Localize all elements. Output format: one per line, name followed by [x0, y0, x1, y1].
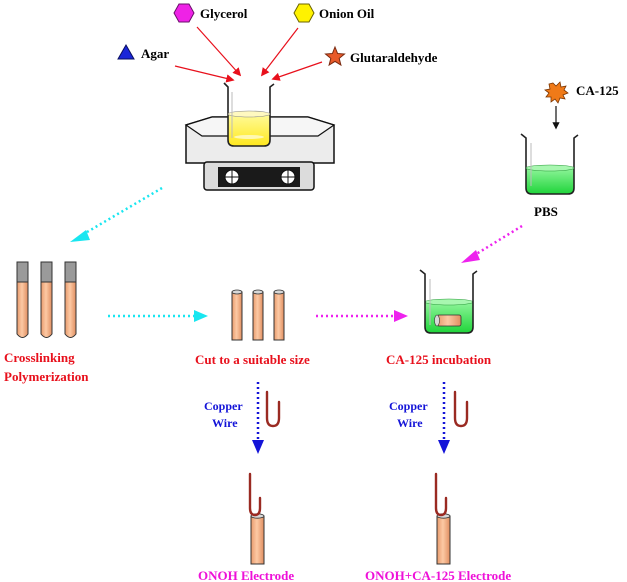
magenta-arrow-pbs-to-incubation — [472, 224, 523, 258]
polymerization-label: Polymerization — [4, 369, 89, 384]
copper-label-right: Copper — [389, 399, 428, 413]
hot-plate-stirrer — [184, 116, 336, 191]
incubation-label: CA-125 incubation — [386, 352, 492, 367]
cut-gel-rods — [231, 289, 285, 341]
cut-label: Cut to a suitable size — [195, 352, 310, 367]
onion-oil-hexagon-icon — [293, 3, 315, 23]
copper-label-left: Copper — [204, 399, 243, 413]
glycerol-arrow — [196, 26, 242, 77]
glutaraldehyde-label: Glutaraldehyde — [350, 50, 438, 65]
glycerol-label: Glycerol — [200, 6, 248, 21]
immersed-gel-rod — [436, 314, 462, 327]
incubation-beaker — [419, 269, 478, 334]
crosslinking-label: Crosslinking — [4, 350, 75, 365]
copper-wire-icon-left — [265, 390, 281, 428]
onion-oil-arrow — [260, 27, 299, 77]
electrode-wire-right — [434, 472, 448, 517]
copper-wire-icon-right — [453, 390, 469, 428]
ca125-label: CA-125 — [576, 83, 619, 98]
glycerol-hexagon-icon — [173, 3, 195, 23]
agar-label: Agar — [141, 46, 169, 61]
onoh-electrode — [248, 472, 265, 565]
wire-label-left: Wire — [212, 416, 238, 430]
onion-oil-label: Onion Oil — [319, 6, 375, 21]
onoh-ca125-electrode — [434, 472, 451, 565]
reagent-beaker — [223, 82, 275, 147]
agar-arrow — [174, 65, 235, 83]
glutaraldehyde-star-icon — [324, 45, 346, 67]
pbs-label: PBS — [534, 204, 558, 219]
onoh-ca125-electrode-label: ONOH+CA-125 Electrode — [365, 568, 511, 582]
test-tubes — [16, 261, 77, 338]
glutaraldehyde-arrow — [271, 61, 323, 81]
pbs-beaker — [520, 133, 579, 195]
onoh-electrode-label: ONOH Electrode — [198, 568, 294, 582]
wire-label-right: Wire — [397, 416, 423, 430]
cyan-arrow-to-tubes — [81, 186, 163, 237]
agar-triangle-icon — [117, 43, 135, 60]
ca125-burst-icon — [544, 81, 569, 104]
electrode-wire-left — [248, 472, 262, 517]
